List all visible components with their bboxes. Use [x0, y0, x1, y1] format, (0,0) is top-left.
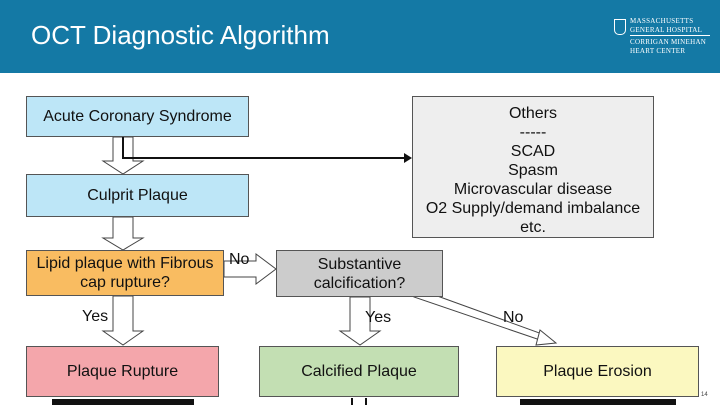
node-culprit-plaque: Culprit Plaque — [26, 174, 249, 217]
logo-line-3: CORRIGAN MINEHAN — [630, 38, 707, 46]
node-others: Others ----- SCAD Spasm Microvascular di… — [412, 96, 654, 238]
slide-header: OCT Diagnostic Algorithm MASSACHUSETTS G… — [0, 0, 720, 73]
edge-label-yes-calc: Yes — [365, 309, 392, 326]
node-calcified-plaque: Calcified Plaque — [259, 346, 459, 397]
others-heading: Others — [508, 105, 557, 122]
others-separator: ----- — [519, 124, 547, 141]
arrow-culprit-to-lipid — [101, 216, 145, 251]
arrow-calc-to-calcified — [338, 296, 382, 346]
edge-label-no-calc: No — [503, 309, 524, 326]
node-calcification-question: Substantive calcification? — [276, 250, 443, 297]
arrow-lipid-to-calc — [223, 253, 277, 285]
others-item-etc: etc. — [520, 219, 546, 236]
node-acute-coronary-syndrome: Acute Coronary Syndrome — [26, 96, 249, 137]
node-plaque-rupture: Plaque Rupture — [26, 346, 219, 397]
others-item-o2-supply: O2 Supply/demand imbalance — [425, 200, 641, 217]
bottom-rule-right — [520, 399, 676, 405]
others-item-microvascular: Microvascular disease — [453, 181, 613, 198]
others-item-scad: SCAD — [510, 143, 556, 160]
others-item-spasm: Spasm — [508, 162, 558, 179]
bottom-rule-left — [52, 399, 194, 405]
shield-icon — [614, 19, 626, 35]
edge-label-no-lipid: No — [229, 251, 250, 268]
logo-line-4: HEART CENTER — [630, 47, 686, 55]
arrow-lipid-to-rupture — [101, 295, 145, 346]
slide-title: OCT Diagnostic Algorithm — [31, 20, 330, 50]
node-lipid-plaque-question: Lipid plaque with Fibrous cap rupture? — [26, 250, 224, 296]
page-number: 14 — [701, 392, 708, 398]
arrow-calc-to-erosion-head — [535, 329, 558, 346]
edge-label-yes-lipid: Yes — [82, 308, 109, 325]
logo-divider — [630, 35, 710, 36]
line-acs-to-others-head — [404, 153, 412, 163]
logo-line-1: MASSACHUSETTS — [630, 17, 694, 25]
logo-line-2: GENERAL HOSPITAL — [630, 26, 703, 34]
node-plaque-erosion: Plaque Erosion — [496, 346, 699, 397]
line-acs-to-others — [122, 137, 405, 159]
hospital-logo: MASSACHUSETTS GENERAL HOSPITAL CORRIGAN … — [614, 17, 714, 57]
